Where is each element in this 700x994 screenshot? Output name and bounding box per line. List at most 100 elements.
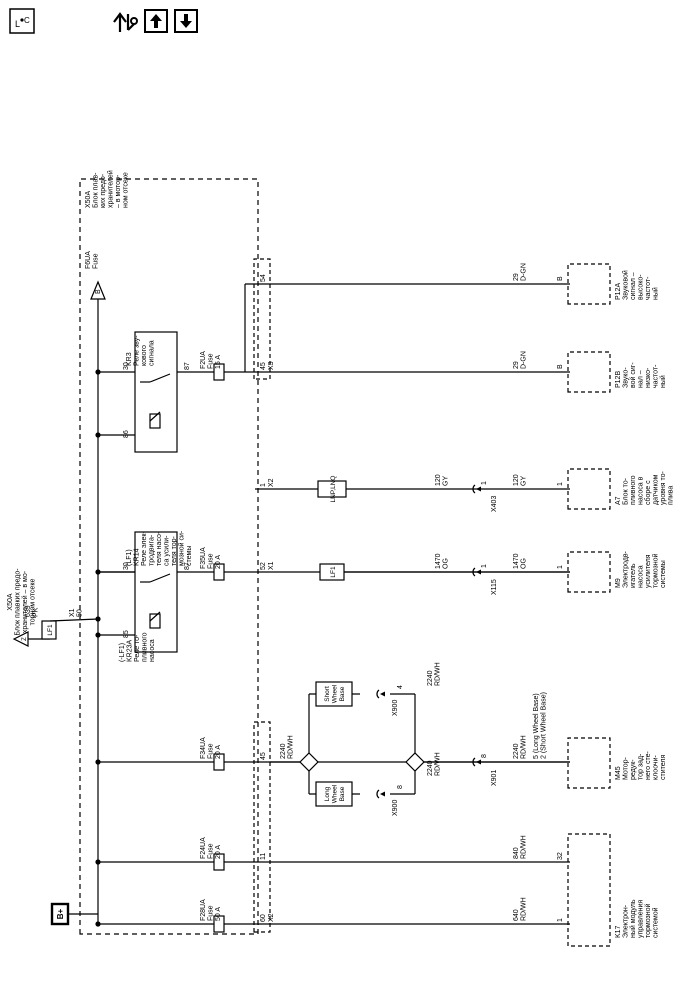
x403-pin: 1	[481, 481, 488, 485]
f28ua-conn: X2	[268, 913, 275, 922]
wire-2240-c: 2240RD/WH	[427, 662, 442, 686]
p12b-label: P12BЗвуко-вой сиг-нал –низко-частот-ный	[615, 362, 667, 388]
f35ua-label: F35UAFuse20 A	[200, 547, 222, 569]
wire-2240-d: 2240RD/WH	[513, 735, 528, 759]
location-icon[interactable]: L C	[9, 8, 35, 34]
wire-1470-a: 1470OG	[435, 553, 450, 569]
kr3-switch-b	[149, 373, 171, 383]
p12a-label: P12AЗвуковойсигнал –высоко-частот-ный	[615, 270, 660, 300]
wire-639: 639PK	[25, 605, 40, 617]
bus-dot-4	[95, 369, 101, 375]
kr3-label: KR3Реле зву-ковогосигнала	[126, 335, 156, 366]
wire-2240-a: 2240RD/WH	[280, 735, 295, 759]
x900-a-receptacle	[376, 689, 380, 699]
fuse-block-outline	[79, 178, 259, 935]
f24ua-pin: 11	[260, 853, 267, 860]
p12b-pin: B	[557, 364, 564, 369]
m45-connector	[567, 737, 611, 789]
x115-receptacle	[472, 567, 476, 577]
kr14-pin85-dot	[95, 632, 101, 638]
wire-120-a: 120GY	[435, 474, 450, 486]
b-plus-label: B+	[56, 908, 65, 919]
wire-2240-b: 2240RD/WH	[427, 752, 442, 776]
legend-icon[interactable]	[110, 8, 140, 34]
k17-pin-32: 32	[557, 852, 564, 860]
x50a-left-pin: Z	[22, 637, 28, 641]
long-wheel-base-label: LongWheelBase	[324, 784, 346, 803]
kr14-pin-87: 87	[184, 562, 191, 570]
x403-label: X403	[491, 496, 498, 512]
lf1-option-label: LF1	[330, 566, 337, 578]
x900-b-pin	[380, 791, 385, 797]
x115-pin	[476, 569, 481, 575]
kr23a-label: (-LF1)KR23AРеле то-пливногонасоса	[119, 632, 156, 662]
long-wheel-base-box	[315, 781, 353, 807]
x115-label: X115	[491, 579, 498, 595]
p12b-connector	[567, 351, 611, 393]
x901-receptacle	[472, 757, 476, 767]
arrow-down-icon[interactable]	[174, 9, 198, 33]
bus-dot-2	[95, 759, 101, 765]
svg-text:L: L	[15, 19, 20, 29]
lnp-lnq-box	[317, 480, 347, 498]
kr3-coil-diagonal	[149, 411, 161, 422]
f6ua-label: F6UAFuse	[85, 251, 100, 269]
x900-b-label: X900	[392, 800, 399, 816]
f28ua-pin: 60	[260, 914, 267, 922]
wire-29-b: 29D-GN	[513, 263, 528, 281]
arrow-up-icon[interactable]	[144, 9, 168, 33]
m9-label: M9Электродв-игательнасосаусилителятормоз…	[615, 550, 667, 588]
a7-x2-label: X2	[268, 478, 275, 487]
x403-pin	[476, 486, 481, 492]
a7-connector	[567, 468, 611, 510]
kr14-coil-diagonal	[149, 611, 161, 622]
m45-merge-diamond	[405, 752, 425, 772]
kr3-pin-30: 30	[123, 362, 130, 370]
f28ua-label: F28UAFuse50 A	[200, 899, 222, 921]
f35ua-conn: X1	[268, 561, 275, 570]
x50a-left-label: X50AБлок плавких предо-хранителей – в мо…	[7, 568, 37, 636]
short-wheel-base-label: ShortWheelBase	[324, 684, 346, 703]
x900-a-label: X900	[392, 700, 399, 716]
p12a-connector	[567, 263, 611, 305]
wire-29-a: 29D-GN	[513, 351, 528, 369]
x900-b-pin: 8	[397, 785, 404, 789]
kr14-switch-b	[149, 573, 171, 583]
x1-pin50-label: X150	[69, 608, 84, 617]
x900-a-pin: 4	[397, 685, 404, 689]
f2ua-label: F2UAFuse15 A	[200, 351, 222, 369]
m9-pin: 1	[557, 565, 564, 569]
wire-840: 840RD/WH	[513, 835, 528, 859]
kr3-pin-87: 87	[184, 362, 191, 370]
f34ua-pin: 45	[260, 752, 267, 760]
k17-label: K17Электрон-ный модульуправлениятормозно…	[615, 899, 660, 938]
kr14-label: (LF1)KR14Реле элек-тродвига-теля насо-са…	[126, 530, 193, 566]
lf1-tag: LF1	[47, 624, 54, 636]
kr3-pin-86: 86	[123, 430, 130, 438]
x901-label: X901	[491, 770, 498, 786]
toolbar: L C	[0, 0, 700, 44]
wire-640: 640RD/WH	[513, 897, 528, 921]
f6ua-pin-label: B	[95, 289, 102, 294]
x901-pin: 8	[481, 754, 488, 758]
kr14-pin-30: 30	[123, 562, 130, 570]
wire-1470-b: 1470OG	[513, 553, 528, 569]
a7-x2-pin: 1	[260, 483, 267, 487]
kr3-relay-box	[134, 331, 178, 453]
f2ua-pin: 45	[260, 362, 267, 370]
x115-pin: 1	[481, 564, 488, 568]
bus-dot-0	[95, 921, 101, 927]
f24ua-label: F24UAFuse20 A	[200, 837, 222, 859]
p12a-pin: B	[557, 276, 564, 281]
m9-connector	[567, 551, 611, 593]
f2ua-conn: X3	[268, 361, 275, 370]
f34ua-label: F34UAFuse20 A	[200, 737, 222, 759]
m45-split-diamond	[299, 752, 319, 772]
k17-pin-1: 1	[557, 918, 564, 922]
x900-b-receptacle	[376, 789, 380, 799]
f35ua-pin: 52	[260, 562, 267, 570]
short-wheel-base-box	[315, 681, 353, 707]
lnp-lnq-label: LNP,LNQ	[330, 476, 337, 503]
kr14-relay-box	[134, 531, 178, 653]
